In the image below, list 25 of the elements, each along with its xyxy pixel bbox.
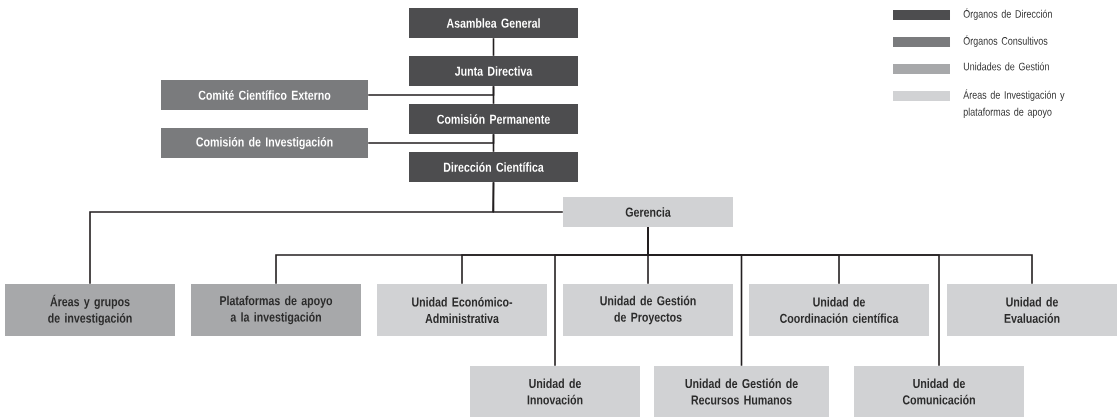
org-box: Unidad de Gestión de Recursos Humanos [654,366,829,417]
org-box: Áreas y grupos de investigación [5,284,175,336]
legend-label: Áreas de Investigación y plataformas de apoyo [963,89,1065,118]
org-box: Unidad de Gestión de Proyectos [563,284,733,336]
connector-line [647,226,1033,285]
org-box: Unidad de Comunicación [854,366,1024,417]
org-box: Dirección Científica [409,152,578,182]
org-box: Junta Directiva [409,56,578,86]
org-box: Unidad Económico-Administrativa [377,284,547,336]
legend-label: Órganos Consultivos [963,35,1048,47]
org-box: Unidad de Coordinación científica [749,284,929,336]
legend-label: Unidades de Gestión [963,62,1049,71]
org-box: Comisión Permanente [409,104,578,134]
connector-line [492,133,495,153]
org-box: Unidad de Innovación [470,366,640,417]
org-box: Asamblea General [409,8,578,38]
org-box: Comisión de Investigación [161,128,368,158]
org-box: Plataformas de apoyo a la investigación [191,284,361,336]
connector-line [492,37,495,57]
org-box: Unidad de Evaluación [947,284,1117,336]
org-box: Gerencia [563,197,733,227]
legend-label: Órganos de Dirección [963,8,1052,20]
connector-line [492,85,495,105]
org-box: Comité Científico Externo [161,80,368,110]
connector-line [89,181,495,285]
